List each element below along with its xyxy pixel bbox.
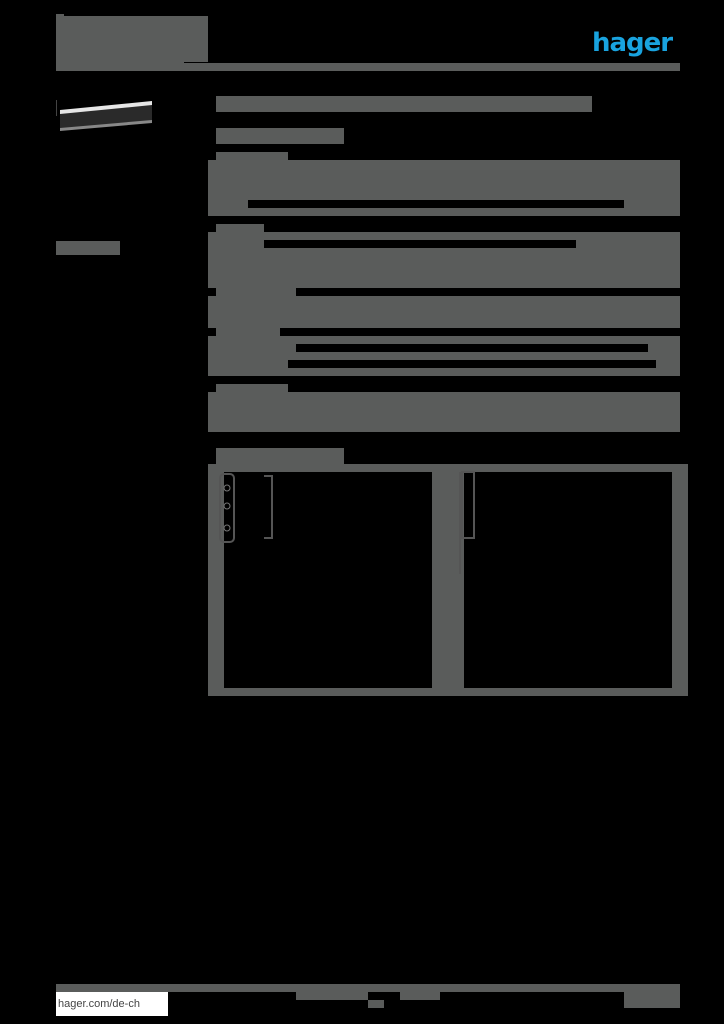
section-heading bbox=[216, 384, 288, 394]
footer-gap bbox=[368, 992, 400, 1000]
table-row-divider bbox=[264, 240, 576, 248]
product-photo bbox=[56, 100, 152, 131]
section-heading bbox=[216, 328, 280, 336]
section-table bbox=[208, 336, 680, 376]
table-row-divider bbox=[248, 200, 624, 208]
sidebar-label bbox=[56, 241, 120, 255]
footer-date-redacted bbox=[624, 992, 680, 1008]
hager-logo: hager bbox=[592, 28, 673, 58]
profile-side-drawing bbox=[459, 471, 475, 574]
section-heading bbox=[216, 152, 288, 162]
table-row-divider bbox=[296, 344, 648, 352]
profile-front-drawing bbox=[219, 473, 273, 543]
drawing-panel-side bbox=[464, 472, 672, 688]
drawing-panel-front bbox=[224, 472, 432, 688]
product-title bbox=[216, 96, 592, 112]
product-subtitle bbox=[216, 128, 344, 144]
header-rule bbox=[56, 63, 680, 71]
table-row-divider bbox=[200, 264, 208, 272]
footer-rule bbox=[56, 984, 680, 992]
drawings-heading bbox=[216, 448, 344, 464]
header-title-redacted bbox=[56, 14, 64, 18]
section-table bbox=[208, 392, 680, 432]
section-heading bbox=[216, 288, 296, 296]
table-row-divider bbox=[288, 360, 656, 368]
table-row-divider bbox=[200, 248, 208, 256]
website-link[interactable]: hager.com/de-ch bbox=[56, 992, 168, 1016]
section-table bbox=[208, 296, 680, 328]
footer-page-redacted bbox=[368, 1000, 384, 1008]
header-subtitle-redacted bbox=[56, 44, 184, 64]
